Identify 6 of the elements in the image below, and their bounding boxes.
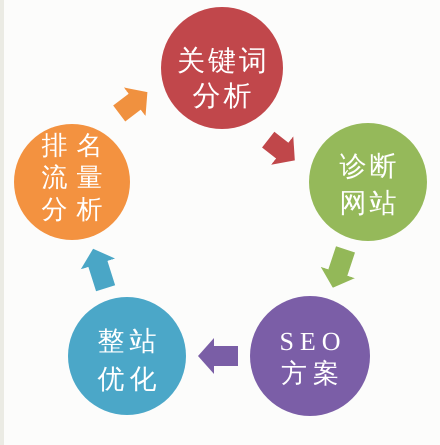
step-label: SEO方案 <box>278 326 348 390</box>
step-label: 整站优化 <box>96 325 162 397</box>
step-label: 诊断网站 <box>338 150 400 221</box>
arrow <box>198 338 238 374</box>
step-label: 排名流量分析 <box>40 130 112 226</box>
step-label: 关键词分析 <box>176 43 270 113</box>
